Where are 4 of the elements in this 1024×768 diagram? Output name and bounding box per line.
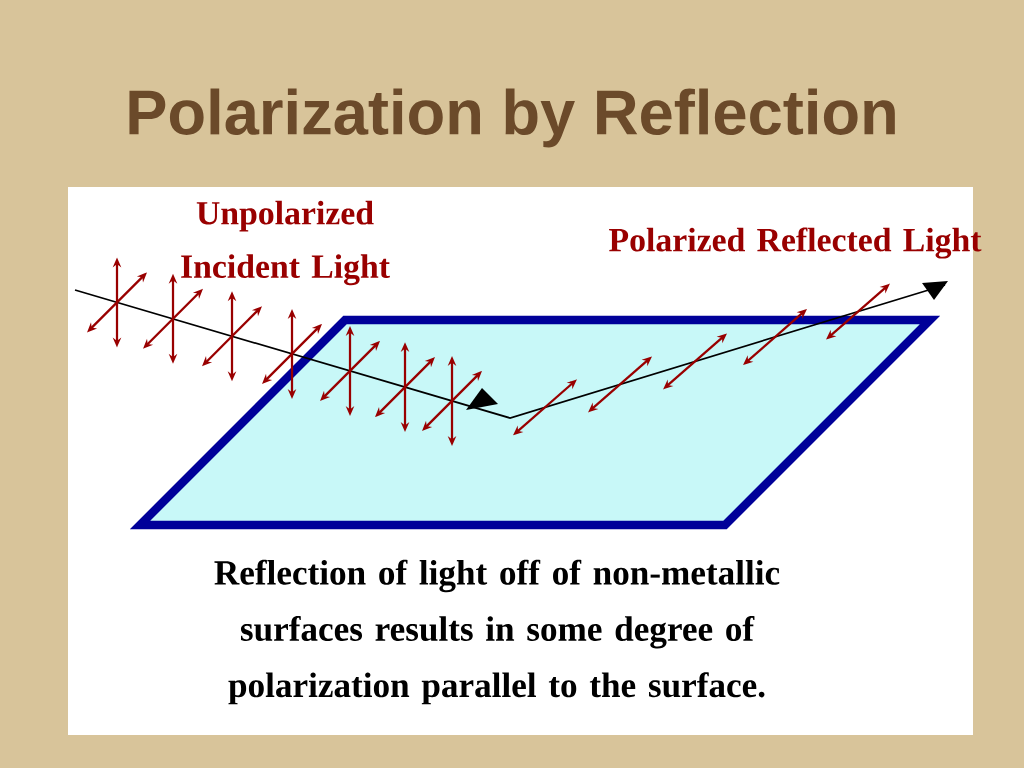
ray-label: Unpolarized Incident Light bbox=[181, 200, 390, 286]
caption: Reflection of light off of non-metallic surfaces results in some degree of polarization parallel to the surface. bbox=[214, 559, 780, 705]
ray-label: Polarized Reflected Light bbox=[609, 227, 982, 259]
title: Polarization by Reflection bbox=[129, 88, 895, 148]
